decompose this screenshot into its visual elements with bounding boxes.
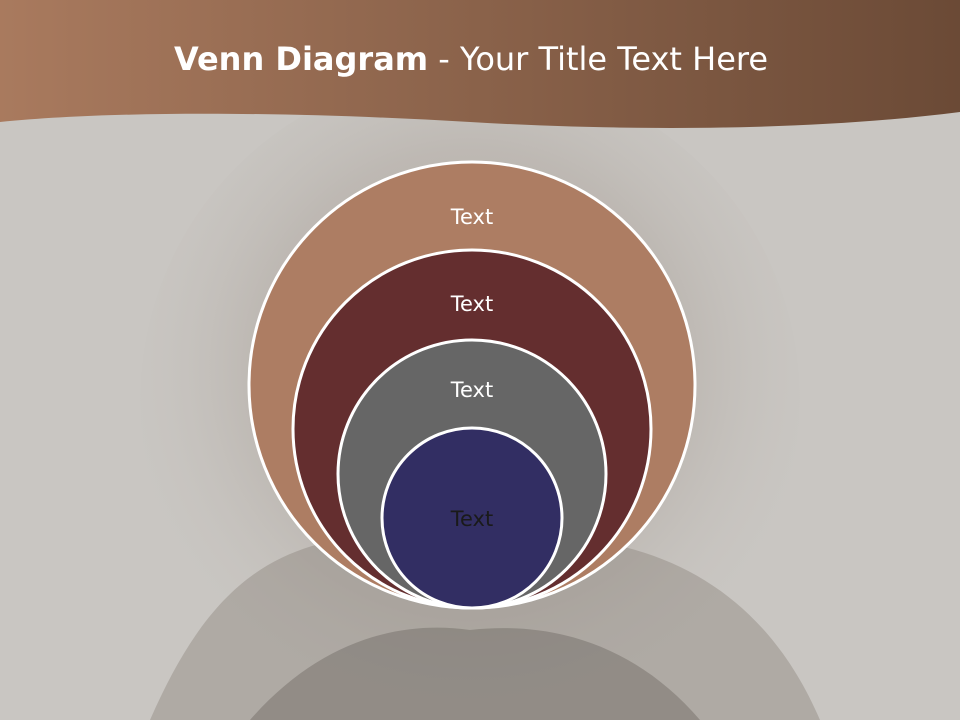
title-rest: - Your Title Text Here: [428, 40, 769, 78]
header-band: [0, 0, 960, 128]
venn-label-third: Text: [450, 378, 494, 402]
page-title: Venn Diagram - Your Title Text Here: [0, 40, 942, 78]
venn-label-second: Text: [450, 292, 494, 316]
venn-circle-inner: [380, 426, 564, 610]
title-bold: Venn Diagram: [173, 40, 429, 78]
venn-label-outer: Text: [450, 205, 494, 229]
venn-label-inner: Text: [450, 507, 494, 531]
